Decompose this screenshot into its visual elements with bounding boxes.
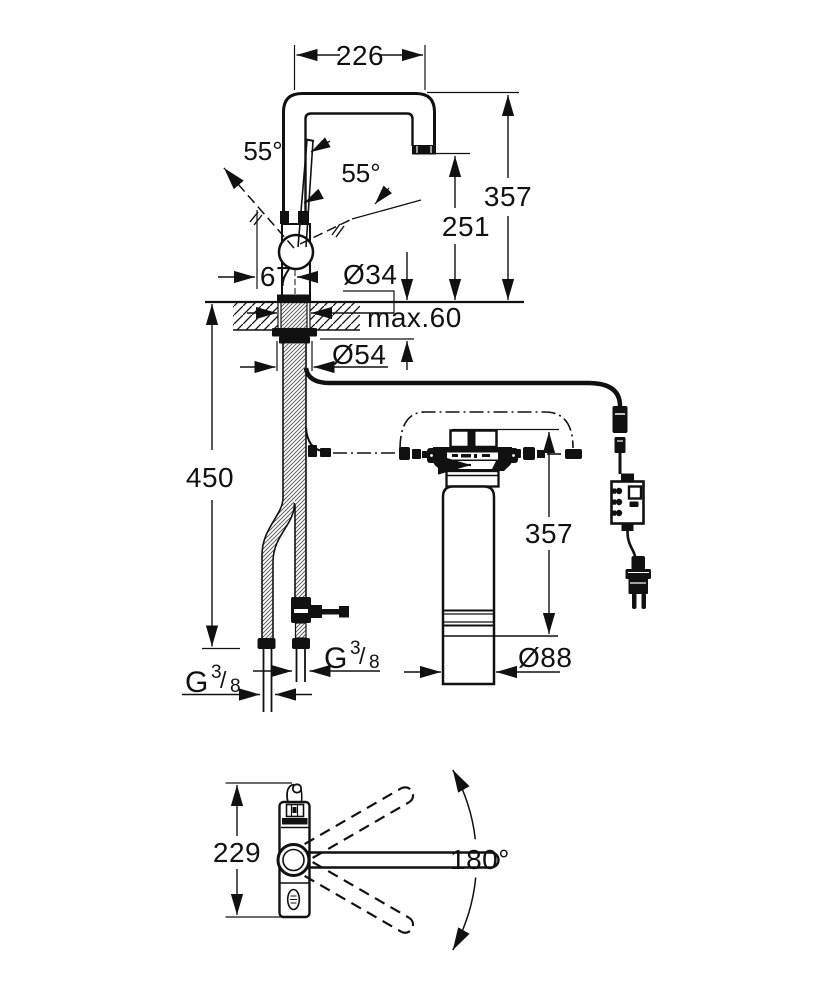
top-view-spout <box>308 851 500 869</box>
angle-valve <box>291 597 349 639</box>
thread-right-base: G <box>324 642 347 675</box>
thread-left-sup: 3 <box>211 662 222 683</box>
dim-filter-height: 357 <box>452 428 573 634</box>
top-view: 180° 229 <box>213 769 510 951</box>
filter-height-label: 357 <box>525 518 573 549</box>
body-diameter-label: Ø34 <box>343 259 397 290</box>
swivel-angle-label: 180° <box>450 844 510 875</box>
mounting-nut <box>279 336 310 344</box>
control-box <box>610 473 645 531</box>
dim-lever-offset: 67 <box>218 210 318 292</box>
lever-angle-left-label: 55° <box>243 136 282 166</box>
spout-width-label: 226 <box>336 40 384 71</box>
top-view-body <box>276 783 311 919</box>
faucet-body <box>277 211 315 303</box>
spout-aerator <box>412 145 436 155</box>
shank-and-hoses <box>261 301 317 638</box>
body-depth-label: 229 <box>213 837 261 868</box>
lever-positions <box>223 138 422 249</box>
max-counter-thickness-label: max.60 <box>367 302 462 333</box>
thread-label-right: G 3 / 8 <box>253 638 380 678</box>
thread-right-slash: / <box>359 643 366 669</box>
hose-tails <box>257 638 310 712</box>
thread-left-slash: / <box>220 667 227 693</box>
lever-offset-label: 67 <box>260 261 292 292</box>
dim-filter-diameter: Ø88 <box>404 642 572 679</box>
mounting-flange <box>272 328 317 337</box>
spout-outlet-height-label: 251 <box>442 211 490 242</box>
thread-right-sup: 3 <box>350 638 361 659</box>
power-plug <box>625 530 651 609</box>
top-view-spout-positions <box>304 786 415 934</box>
front-view: 55° 55° 226 357 251 <box>182 40 651 712</box>
control-box-button <box>627 485 643 500</box>
hose-length-label: 450 <box>186 462 234 493</box>
thread-left-base: G <box>185 666 208 699</box>
thread-right-sub: 8 <box>369 652 380 673</box>
cable-plug <box>612 406 628 433</box>
dim-body-depth: 229 <box>213 782 292 918</box>
lever-angle-right-label: 55° <box>341 158 380 188</box>
filter-hose-line <box>305 411 582 460</box>
counter-section <box>205 300 524 331</box>
dim-total-height: 357 <box>427 91 532 300</box>
filter-diameter-label: Ø88 <box>518 642 572 673</box>
brand-badge <box>286 888 301 911</box>
thread-label-left: G 3 / 8 <box>182 662 312 701</box>
escutcheon <box>277 294 311 303</box>
dim-hose-length: 450 <box>186 304 240 650</box>
angle-annotations: 55° 55° <box>243 136 393 205</box>
dim-spout-outlet-height: 251 <box>412 152 490 300</box>
dim-swivel-angle: 180° <box>450 769 510 951</box>
dim-counter: max.60 Ø34 Ø54 <box>240 252 462 374</box>
spout-outline <box>282 92 436 246</box>
thread-left-sub: 8 <box>230 676 241 697</box>
cable-socket <box>614 437 626 453</box>
escutcheon-diameter-label: Ø54 <box>332 339 386 370</box>
total-height-label: 357 <box>484 181 532 212</box>
dim-spout-width: 226 <box>293 40 426 90</box>
control-cable <box>303 367 628 474</box>
filter-cartridge <box>427 429 558 686</box>
ball-joint <box>277 233 315 271</box>
